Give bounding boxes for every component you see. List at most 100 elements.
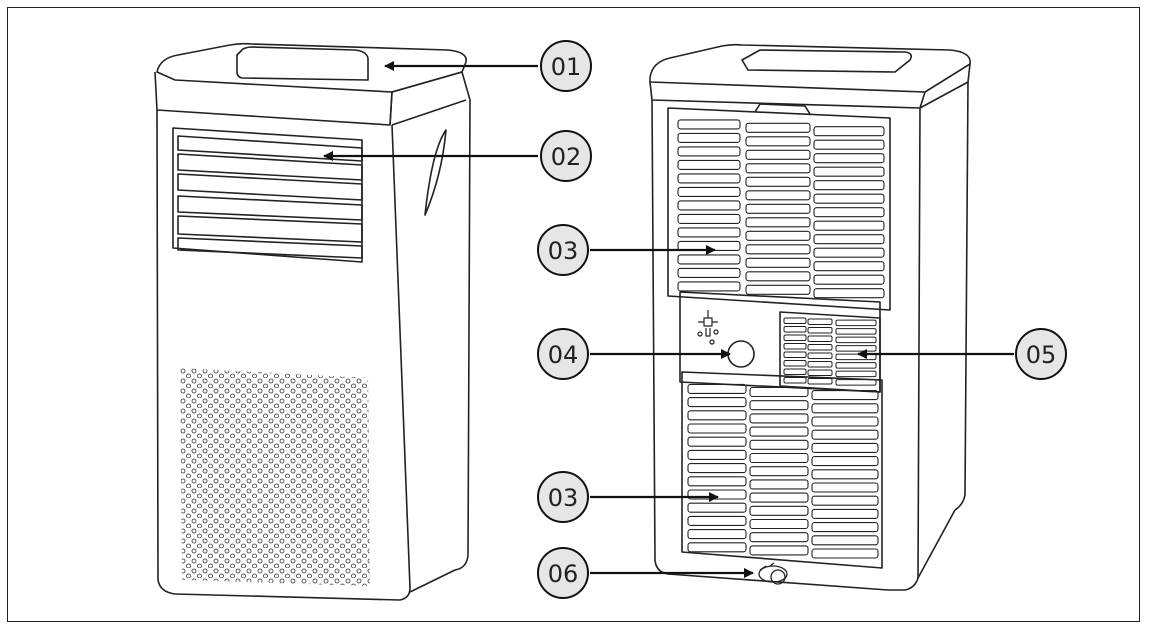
exhaust-slat <box>835 370 877 378</box>
grille-slat <box>745 163 811 174</box>
grille-slat <box>677 200 741 211</box>
drain-plug <box>758 562 788 585</box>
lower-filter-frame <box>681 371 883 569</box>
drainage-outlet <box>727 340 755 368</box>
exhaust-slat <box>807 352 833 359</box>
grille-slat <box>813 139 885 150</box>
callout-label: 06 <box>548 560 579 588</box>
front-top-face <box>156 42 467 93</box>
exhaust-slat <box>807 369 833 376</box>
grille-slat <box>687 463 747 474</box>
grille-slat <box>811 508 879 519</box>
grille-slat <box>677 173 741 184</box>
grille-slat <box>813 166 885 177</box>
grille-slat <box>687 397 747 408</box>
grille-slat <box>745 136 811 147</box>
grille-slat <box>813 153 885 164</box>
grille-slat <box>813 180 885 191</box>
exhaust-slat <box>835 353 877 361</box>
grille-slat <box>677 146 741 157</box>
grille-slat <box>749 505 809 516</box>
grille-slat <box>677 281 741 292</box>
front-intake-grille <box>180 368 370 586</box>
exhaust-grille <box>783 317 877 386</box>
grille-slat <box>687 436 747 447</box>
grille-slat <box>687 423 747 434</box>
exhaust-slat <box>835 336 877 344</box>
grille-slat <box>745 217 811 228</box>
rear-unit <box>649 43 971 591</box>
grille-slat <box>745 176 811 187</box>
exhaust-slat <box>783 360 807 367</box>
grille-slat <box>687 449 747 460</box>
grille-slat <box>677 213 741 224</box>
grille-slat <box>749 532 809 543</box>
callout-05: 05 <box>857 328 1067 380</box>
grille-slat <box>749 545 809 556</box>
diagram-frame <box>7 7 1140 622</box>
callout-label: 01 <box>551 53 582 81</box>
callout-04: 04 <box>537 328 731 380</box>
grille-slat <box>745 284 811 295</box>
grille-slat <box>811 535 879 546</box>
grille-slat <box>811 403 879 414</box>
rear-side-face <box>917 81 969 579</box>
callout-label: 05 <box>1026 341 1057 369</box>
upper-filter-frame <box>667 107 891 311</box>
air-outlet-louvers <box>177 135 363 259</box>
filter-tab <box>754 103 811 115</box>
grille-slat <box>749 413 809 424</box>
grille-slat <box>745 122 811 133</box>
side-handle <box>424 129 447 216</box>
exhaust-slat <box>783 351 807 358</box>
grille-slat <box>677 267 741 278</box>
grille-slat <box>811 469 879 480</box>
grille-slat <box>687 515 747 526</box>
exhaust-slat <box>835 345 877 352</box>
exhaust-slat <box>807 318 833 325</box>
grille-slat <box>813 274 885 285</box>
callouts: 01 02 03 04 05 03 06 <box>323 40 1067 599</box>
grille-slat <box>811 548 879 559</box>
grille-slat <box>811 416 879 427</box>
grille-slat <box>811 390 879 401</box>
grille-slat <box>687 383 747 394</box>
grille-slat <box>687 502 747 513</box>
exhaust-slat <box>807 335 833 342</box>
callout-06: 06 <box>537 547 754 599</box>
grille-slat <box>687 410 747 421</box>
grille-slat <box>749 386 809 398</box>
grille-slat <box>749 466 809 477</box>
grille-slat <box>749 518 809 530</box>
grille-slat <box>813 288 885 299</box>
air-filter-lower <box>687 383 879 559</box>
grille-slat <box>677 159 741 170</box>
grille-slat <box>745 230 811 241</box>
grille-slat <box>749 492 809 503</box>
grille-slat <box>749 479 809 490</box>
grille-slat <box>745 271 811 282</box>
grille-slat <box>687 476 747 487</box>
callout-03-upper: 03 <box>537 224 716 276</box>
exhaust-slat <box>835 328 877 335</box>
front-face <box>156 109 411 601</box>
front-unit <box>154 42 471 601</box>
grille-slat <box>687 529 747 540</box>
rear-top-face <box>649 43 971 93</box>
grille-slat <box>811 456 879 467</box>
exhaust-slat <box>835 379 877 386</box>
grille-slat <box>745 244 811 255</box>
exhaust-slat <box>783 377 807 384</box>
grille-slat <box>813 220 885 231</box>
louver-frame <box>172 127 363 263</box>
grille-slat <box>677 119 741 130</box>
grille-slat <box>749 452 809 464</box>
grille-slat <box>813 193 885 204</box>
grille-slat <box>749 426 809 437</box>
grille-slat <box>749 400 809 411</box>
exhaust-slat <box>807 343 833 351</box>
grille-slat <box>687 542 747 553</box>
callout-02: 02 <box>323 130 592 182</box>
grille-slat <box>745 149 811 160</box>
